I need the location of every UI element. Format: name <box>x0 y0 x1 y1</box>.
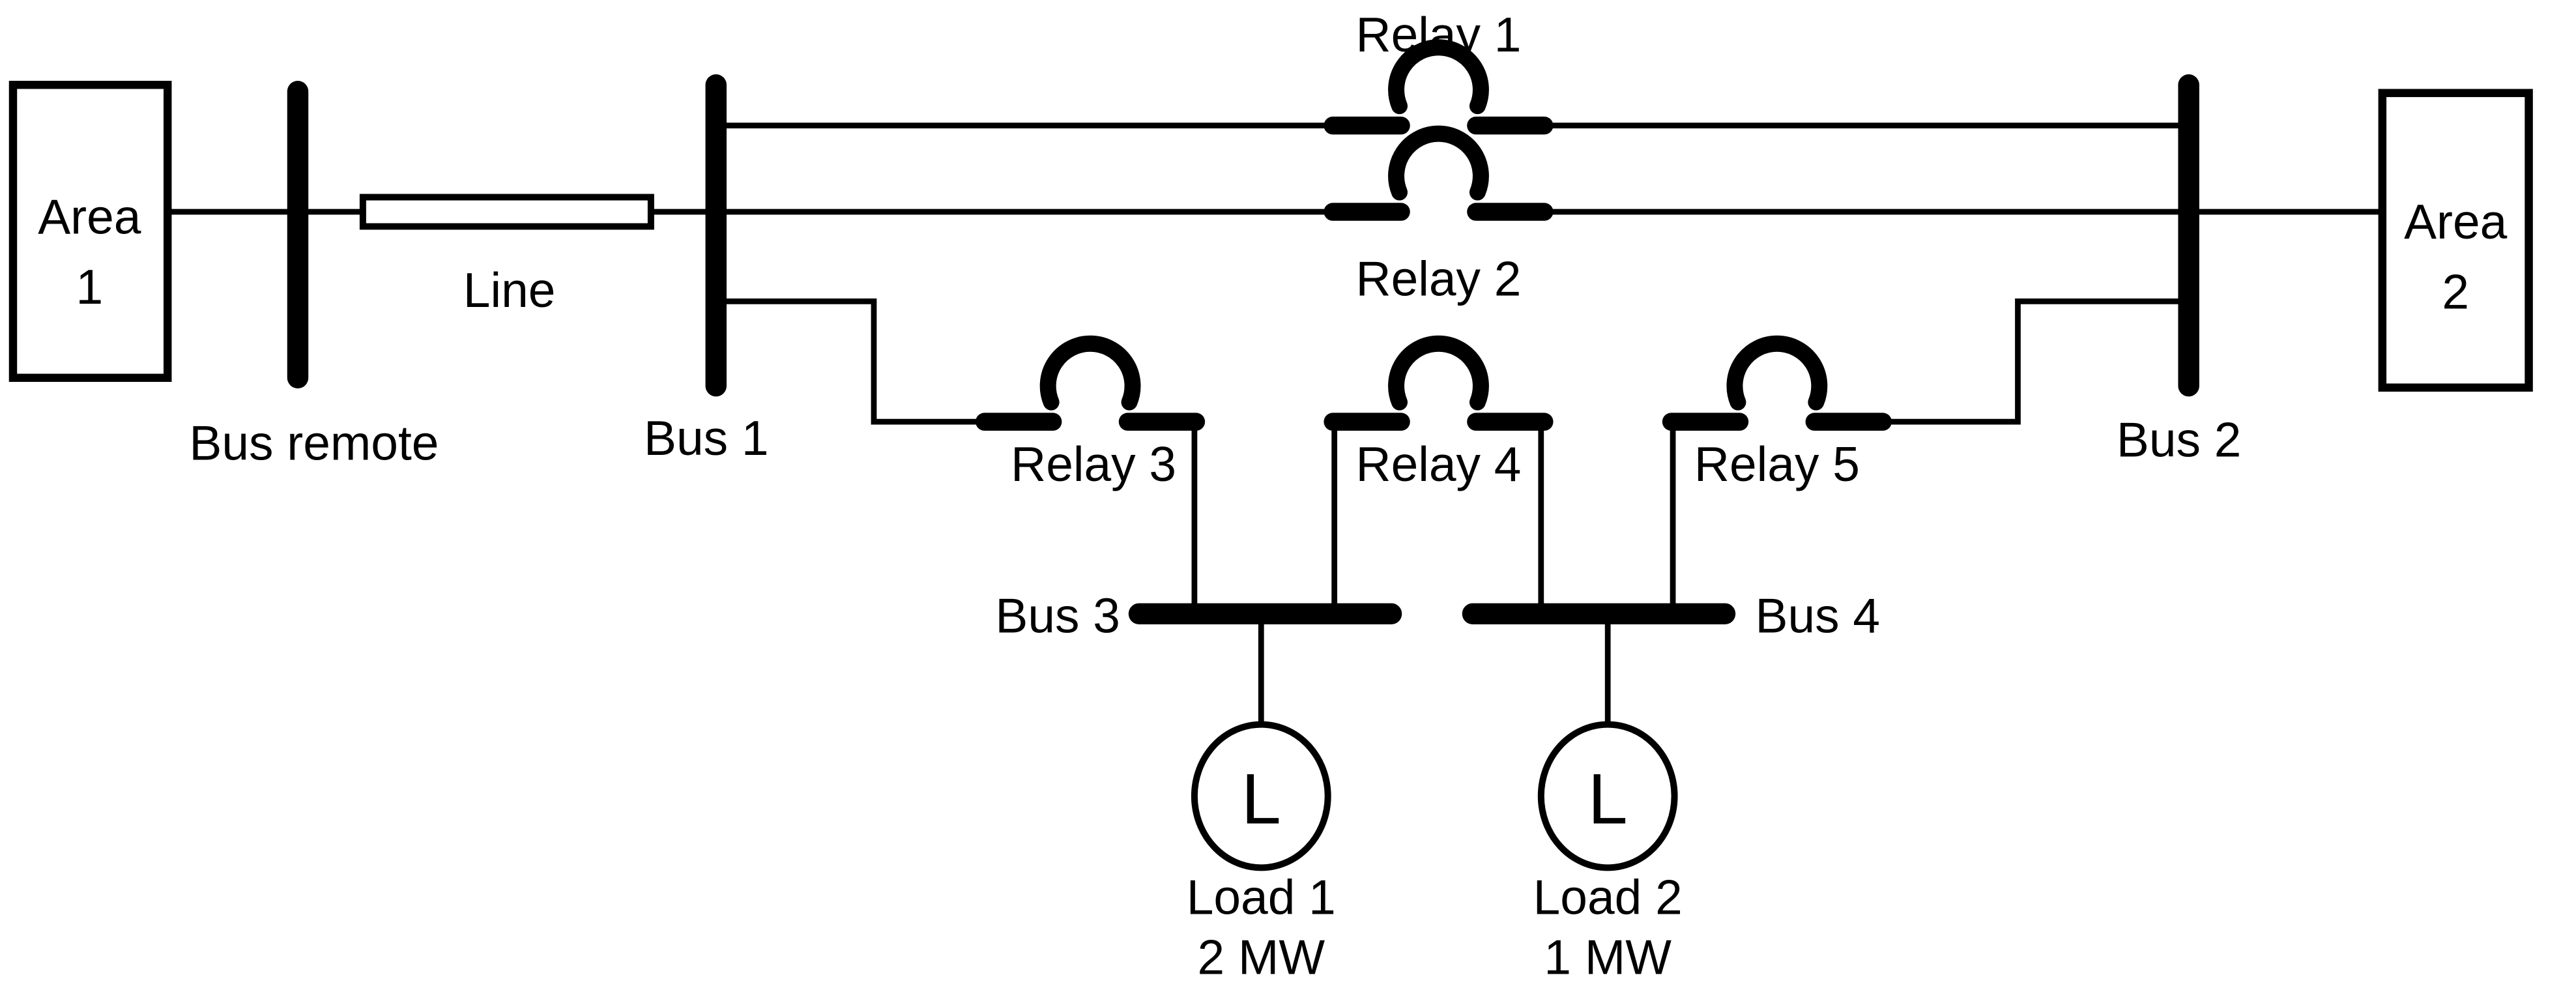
bus-3-label: Bus 3 <box>995 588 1120 643</box>
relay-1-label: Relay 1 <box>1355 7 1521 62</box>
relay-3-arc-icon <box>1039 335 1141 411</box>
load-2-label: Load 2 <box>1533 869 1683 924</box>
area-1-label-line1: Area <box>38 189 141 244</box>
relay-4-symbol <box>1324 335 1554 431</box>
transmission-line-label: Line <box>463 263 556 317</box>
relay-2-symbol <box>1324 125 1554 221</box>
load-1-label: Load 1 <box>1187 869 1336 924</box>
bus-2-label: Bus 2 <box>2117 413 2242 467</box>
area-1-box <box>8 80 172 382</box>
area-1-label-line2: 1 <box>76 259 104 314</box>
bus-remote-label: Bus remote <box>189 416 439 471</box>
relay-5-symbol <box>1662 335 1892 431</box>
relay-1-arc-icon <box>1388 39 1489 115</box>
wire-bus1-to-relay3 <box>725 298 985 425</box>
relay-1-symbol <box>1324 39 1554 135</box>
load-1-power-label: 2 MW <box>1198 930 1325 985</box>
transmission-line-rect <box>359 194 654 230</box>
relay-3-label: Relay 3 <box>1011 437 1176 491</box>
relay-4-label: Relay 4 <box>1355 437 1521 491</box>
wire-relay5-to-bus2 <box>1883 298 2179 425</box>
bus-1-label: Bus 1 <box>644 411 769 465</box>
load-2-power-label: 1 MW <box>1544 930 1672 985</box>
area-2-label-line1: Area <box>2404 194 2508 249</box>
load-2-symbol: L <box>1588 759 1628 839</box>
bus-4-label: Bus 4 <box>1756 588 1881 643</box>
relay-3-symbol <box>976 335 1206 431</box>
relay-5-label: Relay 5 <box>1694 437 1860 491</box>
load-1-symbol: L <box>1241 759 1281 839</box>
load-2-circle <box>1537 721 1678 871</box>
load-1-circle <box>1191 721 1331 871</box>
relay-4-arc-icon <box>1388 335 1489 411</box>
relay-5-arc-icon <box>1726 335 1828 411</box>
area-2-label-line2: 2 <box>2442 264 2469 319</box>
area-2-box <box>2378 89 2533 392</box>
relay-2-arc-icon <box>1388 125 1489 201</box>
relay-2-label: Relay 2 <box>1355 251 1521 306</box>
